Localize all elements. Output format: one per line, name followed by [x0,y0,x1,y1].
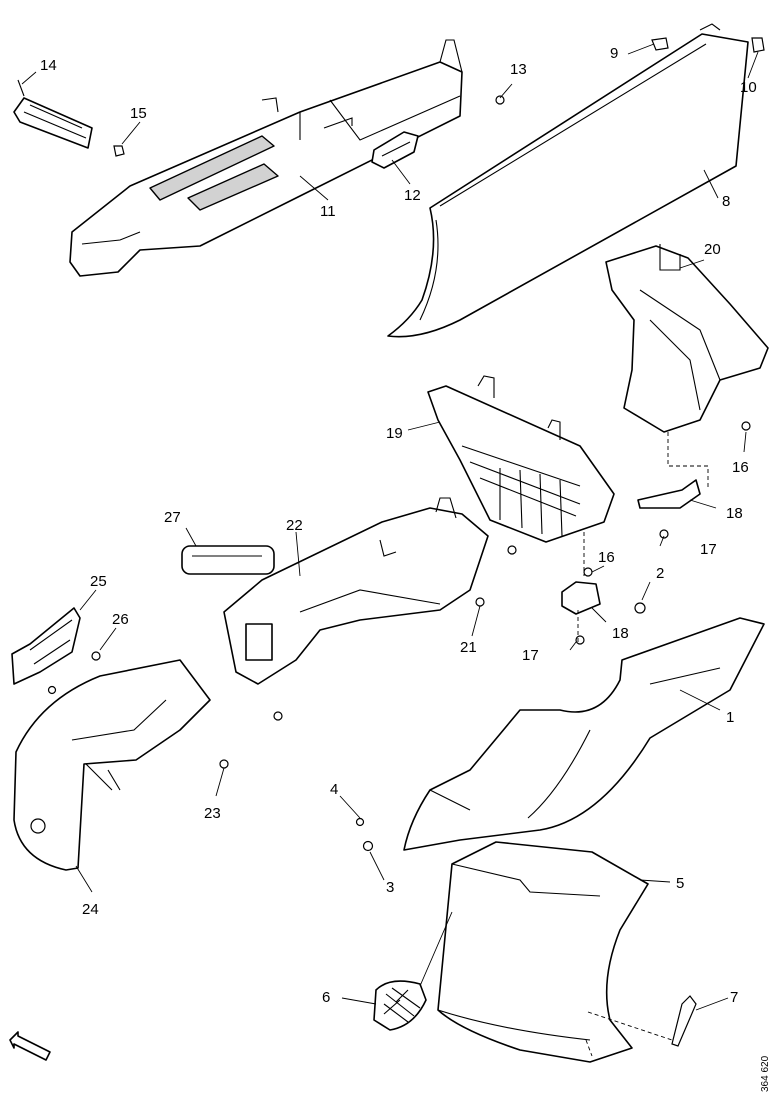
callout-16b: 16 [598,549,615,566]
callout-25: 25 [90,573,107,590]
callout-3: 3 [386,879,394,896]
callout-24: 24 [82,901,99,918]
callout-13: 13 [510,61,527,78]
fasteners [219,95,751,1047]
callout-18a: 18 [726,505,743,522]
leader-lines [21,43,759,1057]
reference-code: 364 620 [760,1055,771,1092]
part-24-side-panel [13,659,211,871]
callout-23: 23 [204,805,221,822]
part-8-upper-trim-panel [387,23,765,338]
callout-27: 27 [164,509,181,526]
callout-6: 6 [322,989,330,1006]
callout-21: 21 [460,639,477,656]
callout-17a: 17 [700,541,717,558]
callout-8: 8 [722,193,730,210]
callouts: 14 15 13 9 10 11 12 8 20 19 16 18 17 27 … [40,45,757,1006]
part-20-support-bracket [605,244,769,433]
callout-19: 19 [386,425,403,442]
callout-9: 9 [610,45,618,62]
part-27-cover [181,545,275,575]
part-12-switch-module [371,131,419,169]
part-6-vent-grille [373,980,427,1031]
part-5-console-housing [437,841,649,1063]
callout-11: 11 [320,203,336,220]
callout-15: 15 [130,105,147,122]
callout-18b: 18 [612,625,629,642]
callout-1: 1 [726,709,734,726]
part-22-lower-crossmember [223,497,489,685]
callout-7: 7 [730,989,738,1006]
callout-26: 26 [112,611,129,628]
callout-20: 20 [704,241,721,258]
arrow-icon [9,1031,51,1061]
callout-14: 14 [40,57,57,74]
part-14-bracket [13,79,125,157]
callout-10: 10 [740,79,757,96]
part-18-clips [561,479,701,615]
callout-12: 12 [404,187,421,204]
part-25-bracket [11,607,101,695]
callout-4: 4 [330,781,338,798]
part-11-upper-crossmember [69,39,463,277]
callout-5: 5 [676,875,684,892]
callout-2: 2 [656,565,664,582]
part-1-lower-trim [403,617,765,851]
callout-16a: 16 [732,459,749,476]
callout-17b: 17 [522,647,539,664]
callout-22: 22 [286,517,303,534]
part-19-air-duct [427,375,615,543]
